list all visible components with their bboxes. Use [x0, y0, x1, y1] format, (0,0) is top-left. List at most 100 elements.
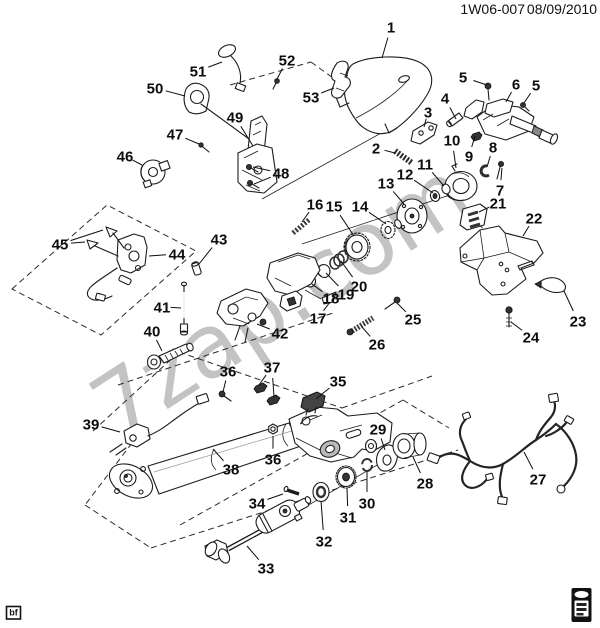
callout-40: 40 [144, 324, 161, 341]
leader-line-48 [253, 176, 271, 185]
leader-line-4 [449, 107, 457, 120]
callout-47: 47 [167, 127, 184, 144]
part-23-lever [534, 277, 566, 294]
callout-1: 1 [387, 20, 395, 37]
callout-6: 6 [512, 77, 520, 94]
part-40-coupling [146, 342, 194, 370]
callout-23: 23 [570, 314, 587, 331]
callout-20: 20 [351, 279, 368, 296]
leader-line-46 [132, 159, 143, 166]
leader-line-33 [246, 545, 260, 561]
plate-code-label: bf [9, 608, 18, 618]
callout-46: 46 [117, 149, 134, 166]
leader-line-13 [392, 191, 405, 205]
part-29-seal [375, 444, 399, 472]
gm-parts-logo-icon [571, 588, 592, 622]
leader-line-34 [267, 493, 284, 500]
callout-35: 35 [330, 374, 347, 391]
callout-53: 53 [303, 90, 320, 107]
leader-line-5 [473, 80, 488, 86]
leader-line-44 [148, 254, 167, 257]
part-42-lever-cluster [216, 288, 269, 343]
callout-5: 5 [532, 78, 540, 95]
leader-line-35 [315, 387, 330, 400]
leader-line-19 [325, 272, 339, 287]
callout-9: 9 [465, 149, 473, 166]
leader-line-9 [471, 135, 476, 148]
part-21-pad [459, 203, 488, 231]
callout-30: 30 [359, 496, 376, 513]
leader-line-20 [340, 260, 354, 278]
callout-42: 42 [272, 326, 289, 343]
leader-line-10 [453, 150, 457, 169]
leader-line-37 [272, 377, 275, 398]
part-6-multifunction-switch [463, 98, 559, 145]
callout-44: 44 [169, 247, 186, 264]
leader-line-21 [478, 206, 490, 213]
callout-3: 3 [424, 105, 432, 122]
leader-line-53 [321, 87, 335, 94]
leader-line-5 [523, 92, 532, 104]
part-22-lower-shroud [459, 225, 544, 296]
callout-5: 5 [459, 70, 467, 87]
leader-line-31 [346, 487, 349, 507]
part-37-nuts [253, 382, 281, 406]
callout-13: 13 [378, 176, 395, 193]
callout-17: 17 [310, 311, 327, 328]
part-51-hose [217, 44, 247, 93]
part-1-upper-shroud [335, 56, 433, 135]
leader-line-16 [301, 211, 310, 223]
callout-45: 45 [52, 237, 69, 254]
leader-line-22 [522, 225, 530, 237]
callout-18: 18 [323, 291, 340, 308]
callout-11: 11 [417, 157, 433, 174]
part-36-bolt [218, 390, 232, 402]
part-34-pin [283, 485, 300, 496]
part-25-bolt [384, 296, 401, 310]
part-7-screw [496, 160, 504, 180]
part-32-ring [312, 481, 330, 503]
callout-48: 48 [273, 166, 290, 183]
leader-line-36 [222, 380, 227, 393]
callout-49: 49 [227, 110, 244, 127]
part-46-motor [140, 159, 171, 189]
leader-line-39 [101, 426, 121, 433]
callout-50: 50 [147, 81, 164, 98]
part-53-clip [330, 60, 351, 99]
callout-37: 37 [264, 360, 281, 377]
callout-16: 16 [307, 197, 324, 214]
leader-line-38 [212, 448, 224, 462]
leader-line-47 [185, 137, 200, 145]
leader-line-49 [240, 126, 254, 147]
leader-line-29 [380, 438, 386, 451]
part-30-retainer-ring [361, 458, 373, 472]
leader-line-52 [276, 68, 283, 80]
leader-line-14 [368, 211, 387, 225]
part-17-housing [266, 252, 337, 312]
leader-line-18 [311, 283, 323, 293]
callout-15: 15 [326, 199, 343, 216]
leader-line-11 [431, 171, 445, 187]
part-8-retainer [479, 164, 490, 178]
callout-51: 51 [190, 64, 207, 81]
callout-36: 36 [220, 364, 237, 381]
doc-date: 08/09/2010 [527, 1, 597, 17]
part-27-wiring-harness [426, 392, 578, 506]
part-11-ring [441, 183, 451, 195]
callout-52: 52 [279, 53, 296, 70]
leader-line-37 [258, 374, 267, 386]
callout-7: 7 [496, 183, 504, 200]
part-26-stud [346, 315, 375, 336]
part-41-rod [179, 281, 189, 336]
callout-43: 43 [211, 232, 228, 249]
part-50-grommet [183, 82, 268, 153]
leader-line-45 [70, 229, 104, 242]
callout-22: 22 [526, 211, 543, 228]
part-14-gear [380, 220, 396, 240]
leader-line-6 [505, 91, 512, 103]
leader-line-1 [381, 37, 389, 59]
plate-code-box: bf [5, 605, 22, 620]
leader-line-25 [396, 302, 407, 313]
leader-line-51 [208, 61, 223, 68]
